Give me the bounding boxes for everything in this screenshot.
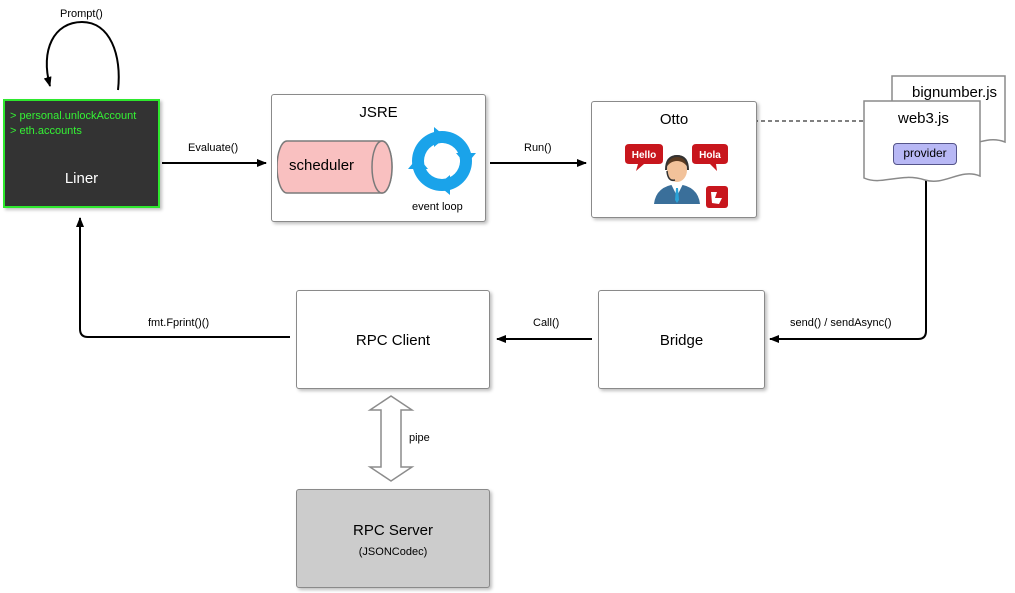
terminal-line: > personal.unlockAccount [10,110,137,122]
pipe-double-arrow [367,395,415,482]
hello-bubble-icon [625,144,663,171]
rpc-client-node: RPC Client [296,290,490,389]
event-loop-label: event loop [412,201,463,213]
call-label: Call() [533,317,560,329]
evaluate-label: Evaluate() [188,142,239,154]
prompt-loop-arrow [43,20,120,91]
fprint-label: fmt.Fprint()() [148,317,210,329]
rpc-server-node: RPC Server (JSONCodec) [296,489,490,588]
send-label: send() / sendAsync() [790,317,892,329]
bridge-title: Bridge [659,332,704,349]
terminal-line: > eth.accounts [10,125,82,137]
liner-node: > personal.unlockAccount > eth.accounts … [3,99,160,208]
hola-bubble-text: Hola [699,150,721,161]
jsre-title: JSRE [359,104,398,121]
fprint-arrow [76,217,290,338]
hello-bubble-text: Hello [632,150,656,161]
rpc-server-subtitle: (JSONCodec) [358,546,428,558]
otto-node: Otto Hello Hola [591,101,757,218]
send-arrow [769,176,927,343]
hola-bubble-icon [692,144,728,171]
prompt-label: Prompt() [60,8,103,20]
liner-title: Liner [64,170,99,187]
scheduler-cylinder [277,140,393,194]
sign-language-icon [706,186,728,208]
jsre-node: JSRE scheduler event loop [271,94,486,222]
rpc-client-title: RPC Client [355,332,431,349]
otto-support-agent-icon: Hello Hola [625,144,728,208]
web3-label: web3.js [898,110,949,127]
scheduler-label: scheduler [289,157,355,174]
event-loop-icon [408,127,476,195]
bignumber-label: bignumber.js [912,84,998,101]
run-label: Run() [524,142,552,154]
rpc-server-title: RPC Server [352,522,434,539]
otto-title: Otto [659,111,689,128]
pipe-label: pipe [409,432,430,444]
bridge-node: Bridge [598,290,765,389]
provider-box: provider [893,143,957,165]
